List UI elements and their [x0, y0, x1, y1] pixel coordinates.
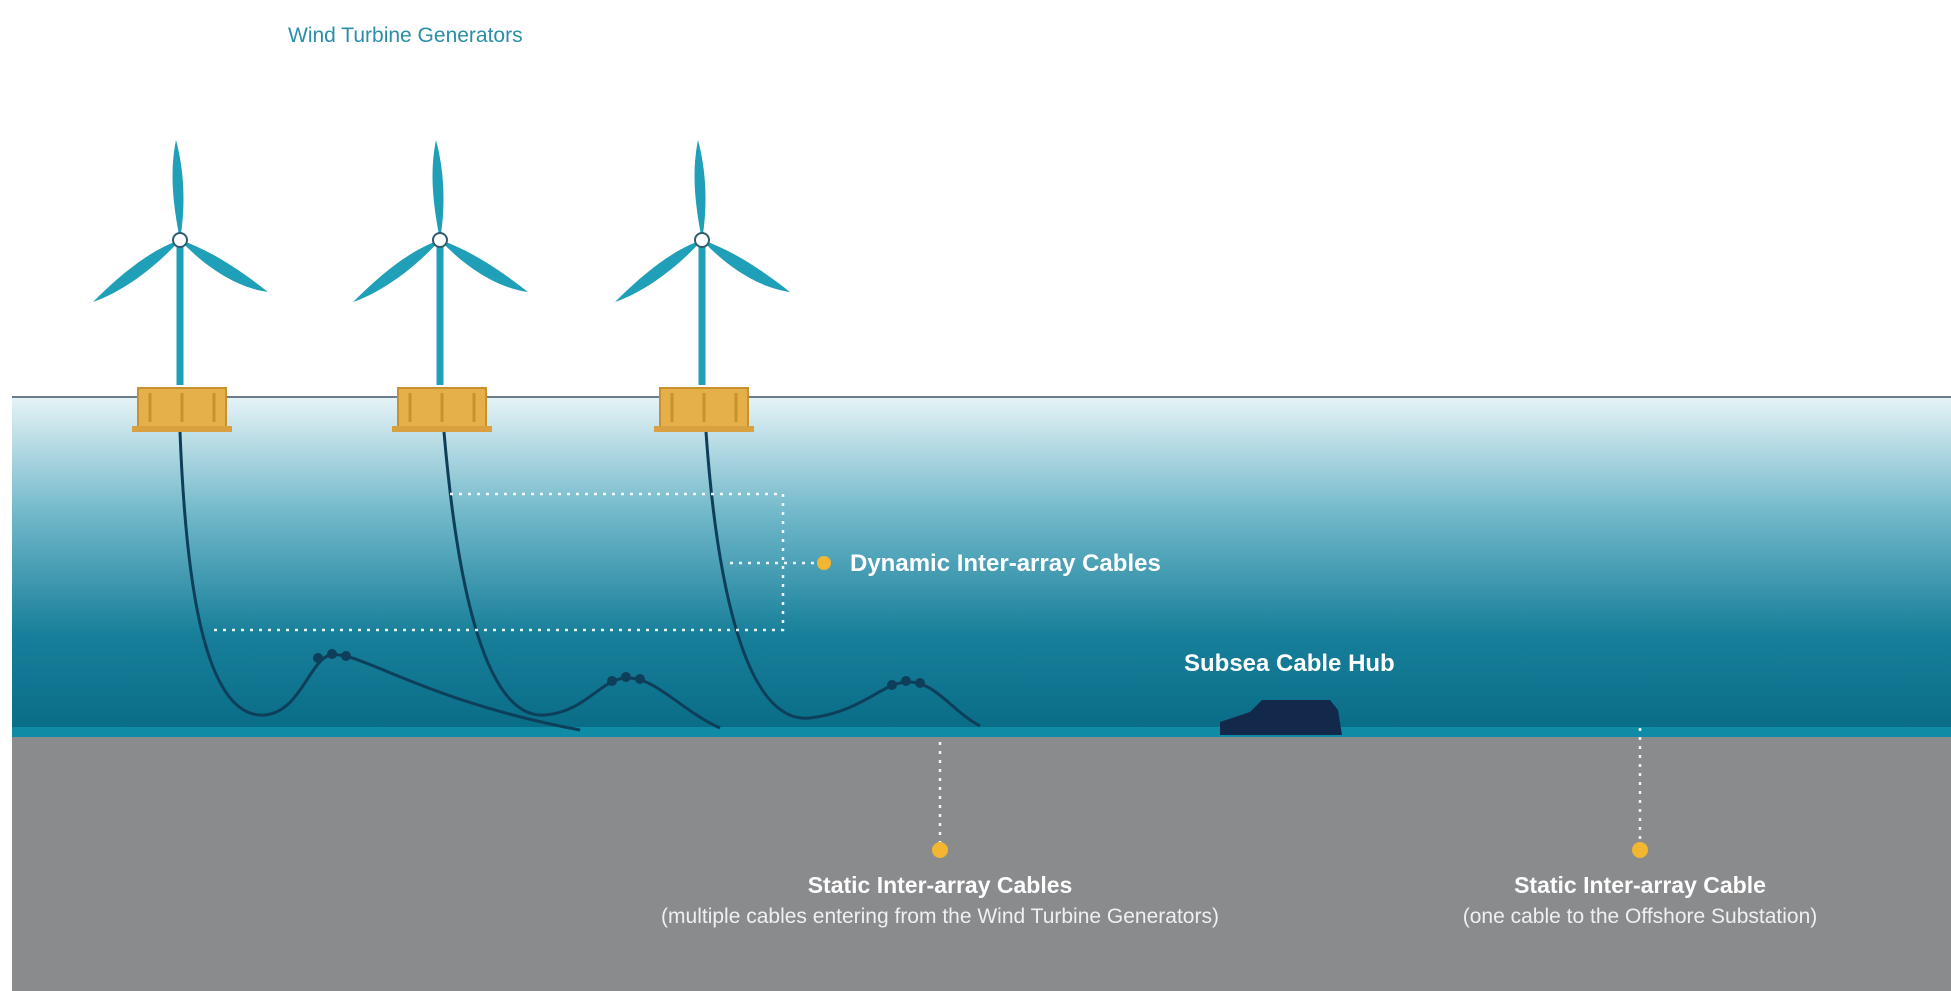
wind-turbine-2 [353, 140, 528, 385]
subsea-hub-label: Subsea Cable Hub [1184, 650, 1395, 677]
dynamic-cable-1 [178, 431, 581, 732]
subsea-hub [1220, 700, 1342, 735]
floating-platform-2 [392, 387, 492, 432]
static-cable-desc: (one cable to the Offshore Substation) [1462, 905, 1818, 928]
static-cables-label: Static Inter-array Cables (multiple cabl… [540, 872, 1340, 929]
wind-turbine-3 [615, 140, 790, 385]
seabed [12, 737, 1951, 991]
wind-turbine-1 [93, 140, 268, 385]
floating-platform-1 [132, 387, 232, 432]
static-cable-title: Static Inter-array Cable [1514, 872, 1766, 898]
dynamic-cable-3 [704, 431, 981, 728]
static-cables-marker [932, 842, 948, 858]
sea [12, 397, 1951, 737]
static-cable-label: Static Inter-array Cable (one cable to t… [1340, 872, 1940, 929]
dynamic-cable-2 [442, 431, 721, 730]
dynamic-cables-marker [817, 556, 831, 570]
seabed-edge [12, 727, 1951, 739]
static-cables-title: Static Inter-array Cables [807, 872, 1073, 898]
leader-lines [208, 492, 1642, 845]
dynamic-cables-label: Dynamic Inter-array Cables [850, 550, 1161, 577]
buoyancy-modules [313, 649, 925, 690]
static-cables-desc: (multiple cables entering from the Wind … [661, 905, 1219, 928]
diagram-title: Wind Turbine Generators [288, 24, 523, 47]
static-cable-marker [1632, 842, 1648, 858]
floating-platform-3 [654, 387, 754, 432]
